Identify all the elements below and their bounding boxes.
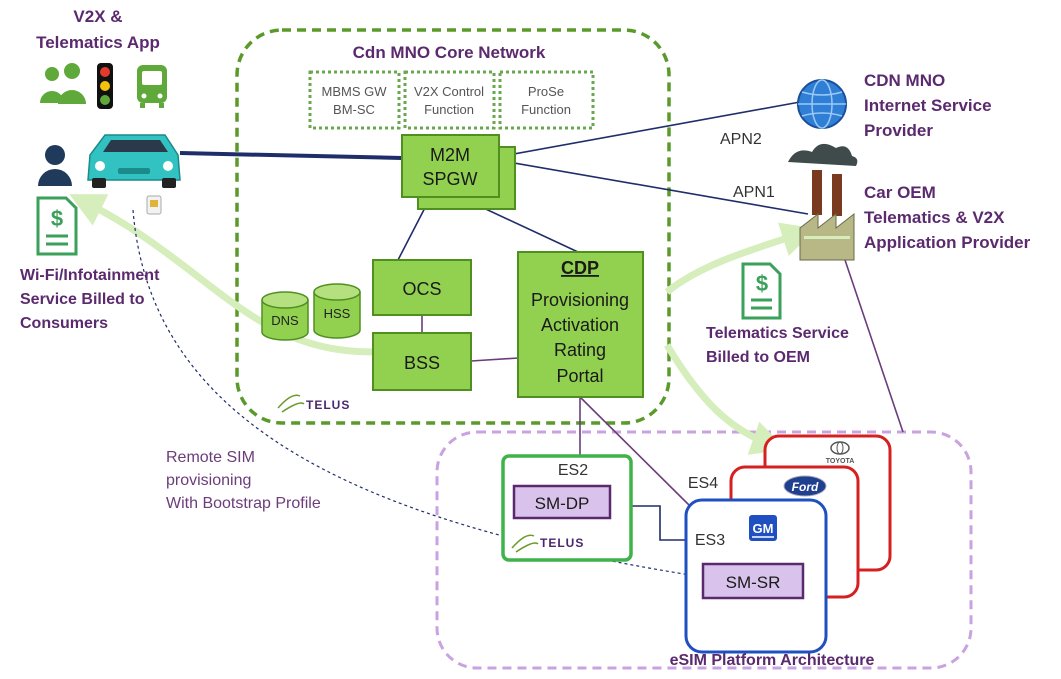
cdp-es4-link	[579, 396, 691, 507]
telus-logo-esim: TELUS	[511, 534, 584, 553]
gm-logo-icon	[749, 515, 777, 541]
car-oem-line1: Car OEM	[864, 183, 936, 202]
isp-line1: CDN MNO	[864, 71, 945, 90]
wifi-billing-line1: Wi-Fi/Infotainment	[20, 267, 160, 284]
prose-line2: Function	[521, 102, 571, 117]
oem-invoice-icon: $	[741, 262, 782, 320]
es2-label: ES2	[558, 462, 588, 479]
svg-text:TELUS: TELUS	[540, 536, 584, 550]
telus-logo-core: TELUS	[277, 394, 350, 413]
ford-label: Ford	[792, 480, 819, 494]
cdp-box	[517, 251, 644, 398]
es3-label: ES3	[695, 532, 725, 549]
sm-sr-box	[701, 562, 805, 600]
invoice-icon: $	[36, 196, 78, 256]
sim-card-icon	[146, 195, 162, 215]
toyota-label: TOYOTA	[826, 458, 855, 465]
bss-box	[372, 332, 472, 391]
svg-text:TELUS: TELUS	[306, 398, 350, 412]
wifi-billing-line3: Consumers	[20, 315, 108, 332]
mbms-label-line2: BM-SC	[333, 102, 375, 117]
car-oem-line3: Application Provider	[864, 233, 1031, 252]
prose-box	[498, 70, 595, 130]
ocs-label: OCS	[402, 279, 441, 299]
cdp-title: CDP	[561, 258, 599, 278]
spgw-label: SPGW	[422, 169, 477, 189]
oem-esim-link	[844, 259, 904, 433]
cdp-line-rating: Rating	[554, 340, 606, 360]
v2x-control-line2: Function	[424, 102, 474, 117]
sm-sr-label: SM-SR	[726, 573, 781, 592]
apn2-link	[496, 101, 801, 158]
bss-label: BSS	[404, 353, 440, 373]
prose-line1: ProSe	[528, 84, 564, 99]
smdp-smsr-link	[610, 505, 688, 541]
hss-label: HSS	[324, 306, 351, 321]
m2m-spgw-box	[401, 134, 500, 198]
es4-label: ES4	[688, 475, 718, 492]
cdp-line-activation: Activation	[541, 315, 619, 335]
hss-database-icon	[313, 283, 361, 339]
v2x-control-line1: V2X Control	[414, 84, 484, 99]
v2x-control-box	[403, 70, 496, 130]
car-to-spgw-link	[179, 151, 403, 160]
mbms-label-line1: MBMS GW	[322, 84, 388, 99]
telematics-billing-line1: Telematics Service	[706, 325, 849, 342]
m2m-label: M2M	[430, 145, 470, 165]
apn1-link	[496, 159, 809, 215]
oem-billing-arrow	[664, 222, 817, 295]
v2x-app-title-line2: Telematics App	[36, 33, 160, 52]
oem-esim-arrow	[663, 343, 787, 455]
gm-label: GM	[753, 521, 774, 536]
cdp-line-provisioning: Provisioning	[531, 290, 629, 310]
esim-platform-boundary	[435, 430, 973, 670]
globe-icon	[797, 79, 847, 129]
sm-dp-box	[512, 484, 612, 520]
people-icon	[40, 63, 86, 104]
wifi-billing-line2: Service Billed to	[20, 291, 145, 308]
dns-label: DNS	[271, 313, 299, 328]
remote-sim-dashed-link	[132, 209, 691, 576]
telematics-billing-line2: Billed to OEM	[706, 349, 810, 366]
ford-logo-icon	[783, 475, 827, 497]
apn2-label: APN2	[720, 131, 762, 148]
toyota-logo-icon	[830, 441, 850, 455]
bss-cdp-link	[470, 357, 519, 362]
v2x-app-title-line1: V2X &	[73, 7, 122, 26]
mbms-box	[308, 70, 401, 130]
person-icon	[38, 145, 72, 186]
wifi-billing-arrow	[69, 194, 373, 356]
traffic-light-icon	[97, 63, 113, 109]
core-network-boundary	[235, 28, 671, 425]
remote-sim-line2: provisioning	[166, 472, 251, 489]
remote-sim-line3: With Bootstrap Profile	[166, 495, 321, 512]
bus-icon	[137, 65, 167, 108]
isp-line3: Provider	[864, 121, 933, 140]
apn1-label: APN1	[733, 184, 775, 201]
remote-sim-line1: Remote SIM	[166, 449, 255, 466]
isp-line2: Internet Service	[864, 96, 992, 115]
sm-dp-label: SM-DP	[535, 494, 590, 513]
car-oem-line2: Telematics & V2X	[864, 208, 1005, 227]
svg-text:$: $	[756, 271, 768, 296]
dns-database-icon	[261, 291, 309, 341]
ocs-box	[372, 259, 472, 316]
car-icon	[87, 134, 181, 188]
factory-icon	[788, 143, 858, 261]
core-network-title: Cdn MNO Core Network	[353, 43, 546, 62]
esim-title: eSIM Platform Architecture	[670, 652, 875, 669]
cdp-line-portal: Portal	[556, 366, 603, 386]
svg-text:$: $	[51, 206, 63, 231]
